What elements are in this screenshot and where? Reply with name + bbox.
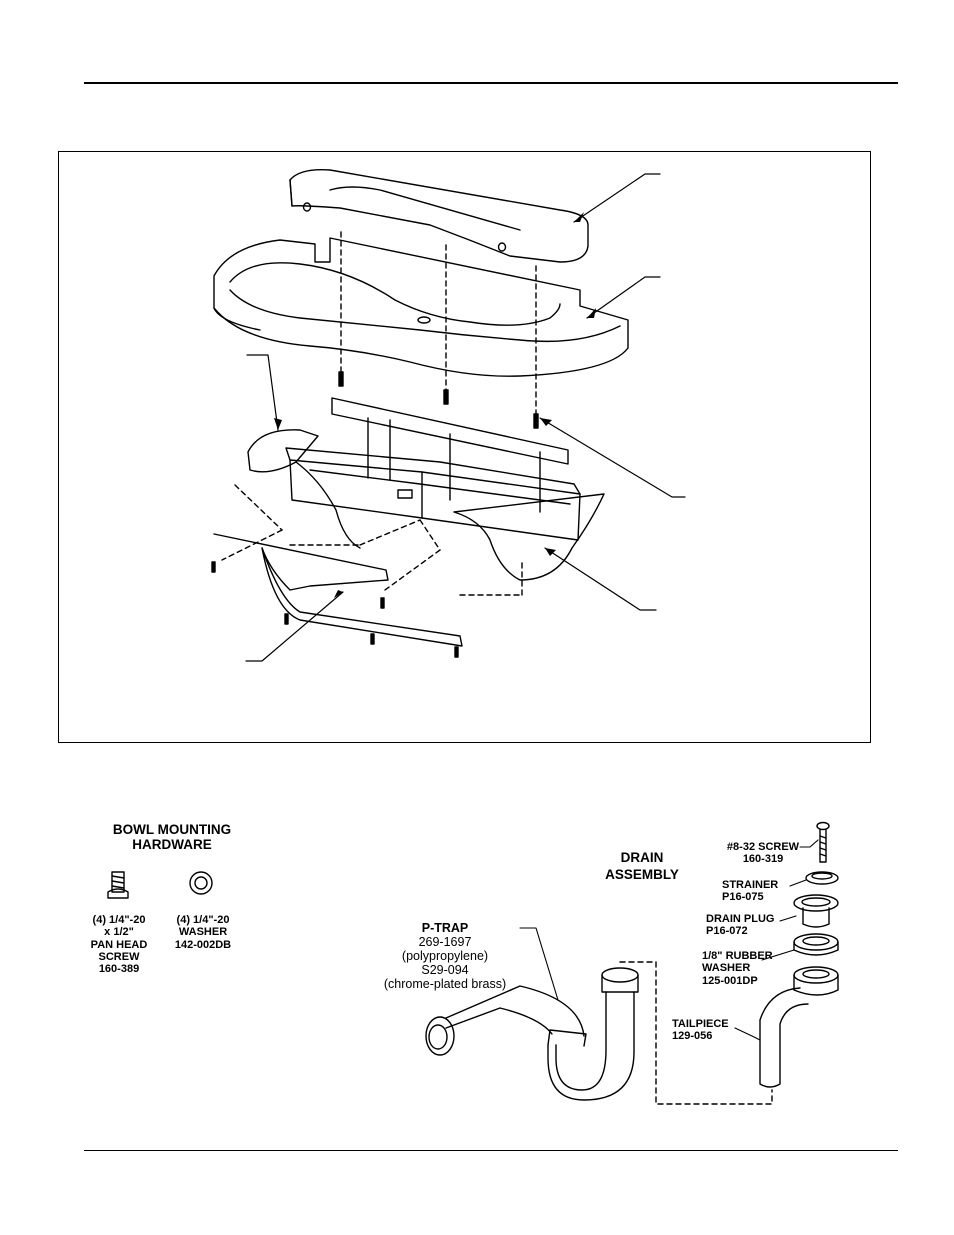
drain-plug-label: DRAIN PLUG P16-072	[706, 913, 775, 938]
drain-title: DRAIN ASSEMBLY	[605, 850, 679, 883]
drain-plug-icon	[793, 894, 839, 928]
drain-screw-label: #8-32 SCREW 160-319	[726, 841, 800, 866]
rubber-washer-icon	[793, 933, 839, 956]
tailpiece-label: TAILPIECE 129-056	[672, 1018, 729, 1043]
strainer-icon	[805, 871, 839, 885]
hardware-title: BOWL MOUNTING HARDWARE	[112, 822, 232, 853]
washer-icon	[189, 871, 213, 895]
header-rule	[84, 82, 898, 84]
drain-screw-icon	[816, 821, 830, 863]
deck-shelf	[289, 169, 589, 263]
screw-label: (4) 1/4"-20 x 1/2" PAN HEAD SCREW 160-38…	[90, 914, 148, 976]
front-panel	[213, 533, 463, 647]
rubber-washer-label: 1/8" RUBBER WASHER 125-001DP	[702, 950, 773, 987]
leader-lines	[245, 173, 686, 662]
pedestal	[247, 429, 605, 581]
drain-connection-guide	[619, 961, 773, 1105]
washer-label: (4) 1/4"-20 WASHER 142-002DB	[174, 914, 232, 951]
strainer-label: STRAINER P16-075	[722, 879, 779, 904]
p-trap-label: P-TRAP 269-1697 (polypropylene) S29-094 …	[383, 921, 507, 991]
pan-head-screw-icon	[107, 871, 129, 899]
screw-guides	[221, 231, 537, 596]
mounting-screws	[211, 371, 539, 658]
exploded-view-frame	[58, 151, 871, 743]
tailpiece-icon	[759, 966, 839, 1088]
p-trap-icon	[425, 967, 639, 1101]
basin	[213, 237, 629, 377]
leader-arrowheads	[274, 212, 596, 598]
footer-rule	[84, 1150, 898, 1151]
drain-leader-lines	[519, 839, 819, 1041]
